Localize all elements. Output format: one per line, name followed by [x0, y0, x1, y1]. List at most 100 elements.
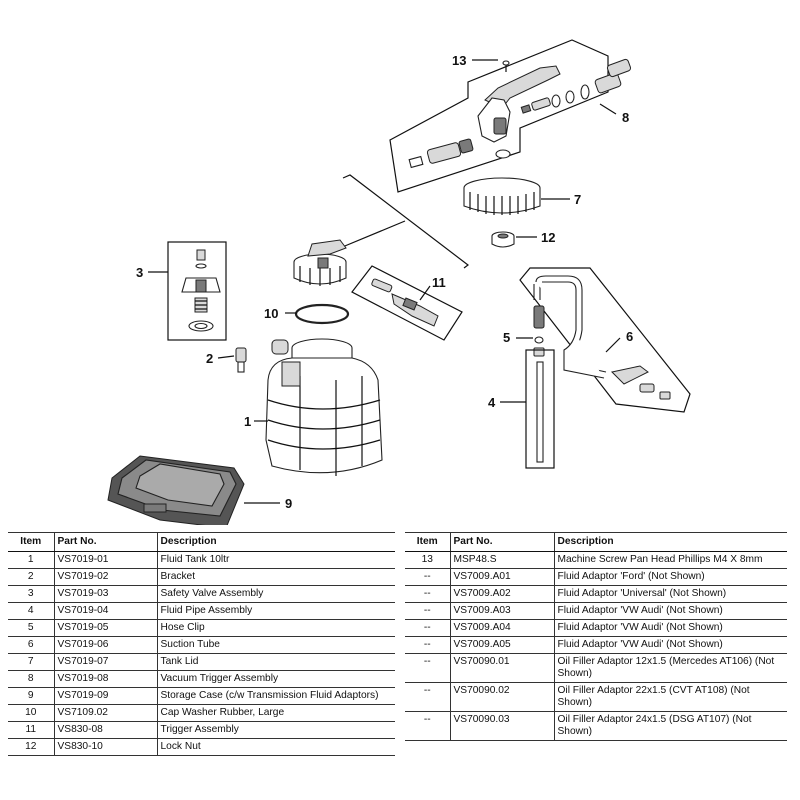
safety-valve-cap [293, 239, 347, 286]
suction-tube [519, 267, 691, 413]
cell-item: 11 [8, 721, 55, 739]
storage-case [107, 455, 245, 525]
cell-part-no: VS70090.03 [450, 711, 554, 741]
cell-item: -- [405, 602, 451, 620]
cell-part-no: VS7019-08 [54, 670, 157, 688]
cell-description: Hose Clip [156, 619, 395, 637]
cell-part-no: VS7009.A01 [450, 568, 554, 586]
cell-part-no: VS7019-01 [54, 551, 157, 569]
callout-5: 5 [503, 330, 510, 345]
trigger-assembly [351, 265, 463, 341]
cell-item: -- [405, 636, 451, 654]
fluid-pipe-assembly [525, 349, 555, 469]
cell-description: Fluid Pipe Assembly [156, 602, 395, 620]
cell-item: 6 [8, 636, 55, 654]
cell-part-no: VS7019-03 [54, 585, 157, 603]
cell-part-no: VS7009.A05 [450, 636, 554, 654]
safety-valve-assembly [167, 241, 227, 341]
tank-lid [463, 177, 541, 215]
cell-item: 10 [8, 704, 55, 722]
cell-description: Fluid Adaptor 'VW Audi' (Not Shown) [553, 636, 787, 654]
cell-item: 3 [8, 585, 55, 603]
fluid-tank [265, 338, 383, 476]
cell-description: Oil Filler Adaptor 22x1.5 (CVT AT108) (N… [553, 682, 787, 712]
cell-item: -- [405, 619, 451, 637]
cell-description: Bracket [156, 568, 395, 586]
callout-13: 13 [452, 53, 466, 68]
cell-part-no: VS70090.01 [450, 653, 554, 683]
bracket [235, 347, 247, 373]
cell-item: -- [405, 682, 451, 712]
cell-item: 4 [8, 602, 55, 620]
cell-part-no: VS7019-05 [54, 619, 157, 637]
callout-1: 1 [244, 414, 251, 429]
header-description: Description [553, 532, 787, 552]
cell-description: Suction Tube [156, 636, 395, 654]
cell-part-no: MSP48.S [450, 551, 554, 569]
hose-clip [533, 336, 545, 357]
cell-description: Fluid Adaptor 'VW Audi' (Not Shown) [553, 619, 787, 637]
cell-item: 5 [8, 619, 55, 637]
cap-washer [294, 303, 350, 325]
header-item: Item [405, 532, 451, 552]
cell-part-no: VS7009.A03 [450, 602, 554, 620]
cell-part-no: VS70090.02 [450, 682, 554, 712]
header-part-no: Part No. [54, 532, 157, 552]
cell-description: Oil Filler Adaptor 24x1.5 (DSG AT107) (N… [553, 711, 787, 741]
cell-part-no: VS7009.A04 [450, 619, 554, 637]
cell-part-no: VS7009.A02 [450, 585, 554, 603]
callout-3: 3 [136, 265, 143, 280]
cell-part-no: VS7019-09 [54, 687, 157, 705]
header-description: Description [156, 532, 395, 552]
exploded-parts-diagram: 13 8 7 12 3 11 10 6 5 2 4 1 9 [107, 39, 691, 525]
cell-item: 9 [8, 687, 55, 705]
cell-part-no: VS7019-06 [54, 636, 157, 654]
callout-10: 10 [264, 306, 278, 321]
callout-9: 9 [285, 496, 292, 511]
cell-description: Tank Lid [156, 653, 395, 671]
header-part-no: Part No. [450, 532, 554, 552]
cell-description: Trigger Assembly [156, 721, 395, 739]
cell-item: -- [405, 711, 451, 741]
cell-description: Lock Nut [156, 738, 395, 756]
cell-description: Machine Screw Pan Head Phillips M4 X 8mm [553, 551, 787, 569]
cell-part-no: VS7019-07 [54, 653, 157, 671]
cell-item: 1 [8, 551, 55, 569]
cell-description: Storage Case (c/w Transmission Fluid Ada… [156, 687, 395, 705]
callout-7: 7 [574, 192, 581, 207]
table-header-row: Item Part No. Description [8, 532, 395, 552]
cell-description: Fluid Adaptor 'VW Audi' (Not Shown) [553, 602, 787, 620]
assembly-bracket-leader [342, 174, 469, 269]
cell-item: 8 [8, 670, 55, 688]
cell-part-no: VS7019-02 [54, 568, 157, 586]
cell-description: Fluid Adaptor 'Universal' (Not Shown) [553, 585, 787, 603]
cell-description: Vacuum Trigger Assembly [156, 670, 395, 688]
callout-4: 4 [488, 395, 496, 410]
cell-description: Safety Valve Assembly [156, 585, 395, 603]
callout-11: 11 [432, 275, 446, 290]
table-header-row: Item Part No. Description [405, 532, 787, 552]
vacuum-trigger-assembly [389, 39, 632, 193]
callout-6: 6 [626, 329, 633, 344]
callout-12: 12 [541, 230, 555, 245]
